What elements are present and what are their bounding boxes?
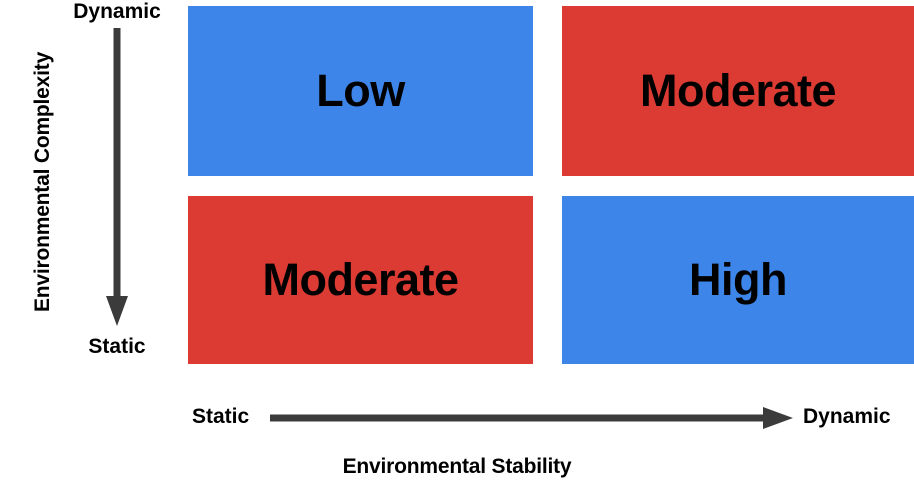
quadrant-bottom-right[interactable]: High <box>562 196 914 364</box>
quadrant-top-right-label: Moderate <box>639 65 837 116</box>
quadrant-top-right[interactable]: Moderate <box>562 6 914 176</box>
quadrant-bottom-left-label: Moderate <box>262 254 459 305</box>
y-axis-title: Environmental Complexity <box>31 51 54 313</box>
x-axis-title: Environmental Stability <box>342 455 572 478</box>
quadrant-bottom-left[interactable]: Moderate <box>188 196 533 364</box>
x-axis-arrow-icon <box>270 405 795 431</box>
y-axis-end-label: Static <box>88 335 146 358</box>
quadrant-top-left[interactable]: Low <box>188 6 533 176</box>
x-axis-start-label: Static <box>192 405 250 428</box>
x-axis-end-label: Dynamic <box>803 405 891 428</box>
y-axis-start-label: Dynamic <box>73 0 161 23</box>
quadrant-top-left-label: Low <box>316 65 405 116</box>
y-axis-arrow-icon <box>104 28 130 328</box>
quadrant-bottom-right-label: High <box>689 254 787 305</box>
quadrant-grid: Low Moderate Moderate High <box>188 6 914 364</box>
